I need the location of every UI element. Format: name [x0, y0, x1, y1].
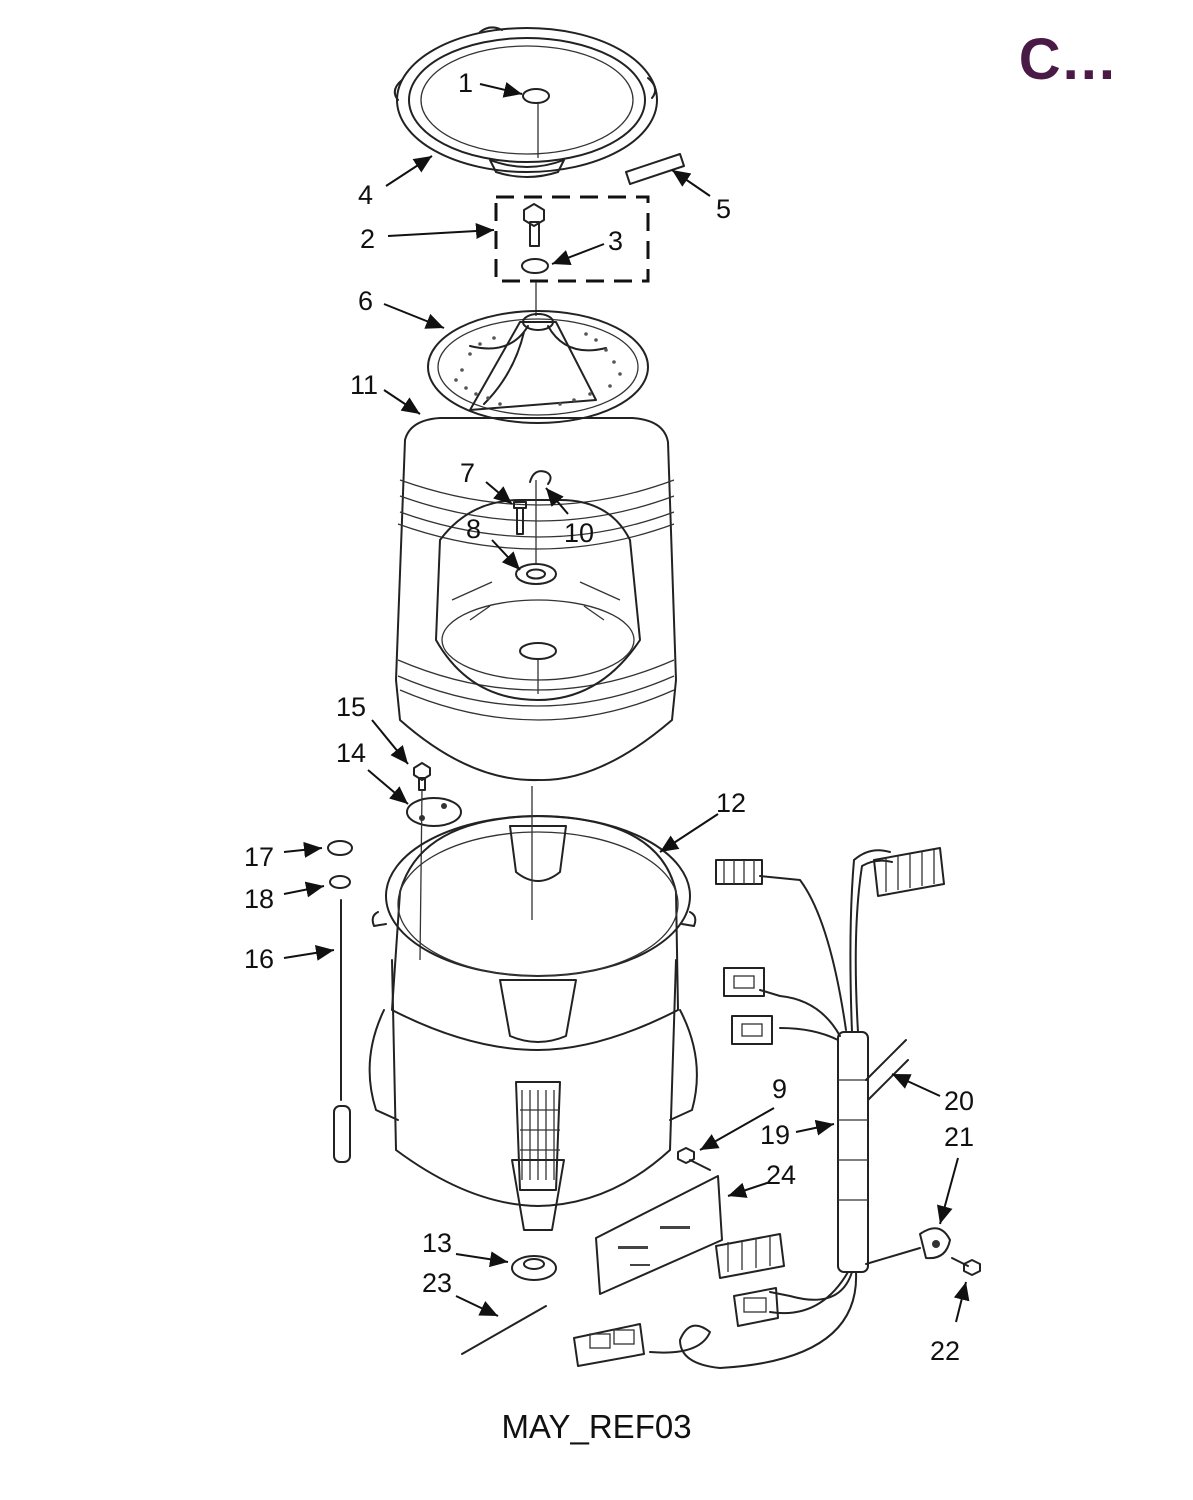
callout-1: 1 [458, 68, 473, 98]
washer-part [521, 258, 549, 274]
callout-12: 12 [716, 788, 746, 818]
drive-seal-part [511, 1255, 557, 1281]
connector-top-left [715, 859, 763, 885]
screw-part [513, 501, 527, 535]
callout-5: 5 [716, 194, 731, 224]
wire-harness-part [649, 849, 921, 1369]
cap-part [522, 88, 550, 104]
tub-part [368, 786, 698, 1231]
leader-arrows [283, 82, 970, 1323]
bolt-part [523, 203, 545, 247]
wiring-label-marks [618, 1226, 690, 1266]
callout-9: 9 [772, 1074, 787, 1104]
callout-10: 10 [564, 518, 594, 548]
callout-21: 21 [944, 1122, 974, 1152]
callout-labels: 1 2 3 4 5 6 7 8 9 10 11 12 13 14 15 16 1… [244, 68, 974, 1366]
callout-16: 16 [244, 944, 274, 974]
callout-18: 18 [244, 884, 274, 914]
callout-24: 24 [766, 1160, 796, 1190]
connector-bottom [573, 1323, 645, 1367]
connector-top-right [873, 847, 945, 897]
callout-23: 23 [422, 1268, 452, 1298]
clip-part [529, 470, 552, 485]
callout-4: 4 [358, 180, 373, 210]
connector-low-2 [733, 1287, 779, 1327]
harness-clamp-part [919, 1227, 951, 1260]
wiring-label-part [595, 1175, 723, 1295]
lid-ring-part [393, 26, 658, 178]
connector-low-1 [715, 1233, 785, 1279]
callout-20: 20 [944, 1086, 974, 1116]
callout-2: 2 [360, 224, 375, 254]
callout-14: 14 [336, 738, 366, 768]
diagram-caption: MAY_REF03 [501, 1408, 692, 1445]
callout-11: 11 [350, 370, 378, 400]
corner-title: C... [1018, 27, 1117, 92]
tie-strap-part [461, 1305, 547, 1355]
bolt-kit-box [494, 195, 650, 283]
clamp-screw-part [951, 1257, 981, 1276]
basket-part [395, 417, 677, 782]
strip-part [625, 153, 685, 185]
pressure-rod-part [327, 840, 353, 1163]
callout-19: 19 [760, 1120, 790, 1150]
plate-bolt-part [413, 762, 431, 791]
callout-13: 13 [422, 1228, 452, 1258]
callout-22: 22 [930, 1336, 960, 1366]
plate-part [406, 797, 462, 827]
callout-15: 15 [336, 692, 366, 722]
hub-seal-part [515, 480, 557, 585]
impeller-part [427, 310, 649, 424]
callout-17: 17 [244, 842, 274, 872]
callout-8: 8 [466, 514, 481, 544]
callout-3: 3 [608, 226, 623, 256]
connector-mid-2 [731, 1015, 773, 1045]
callout-7: 7 [460, 458, 475, 488]
ground-screw-part [677, 1147, 711, 1171]
connector-mid-1 [723, 967, 765, 997]
callout-6: 6 [358, 286, 373, 316]
